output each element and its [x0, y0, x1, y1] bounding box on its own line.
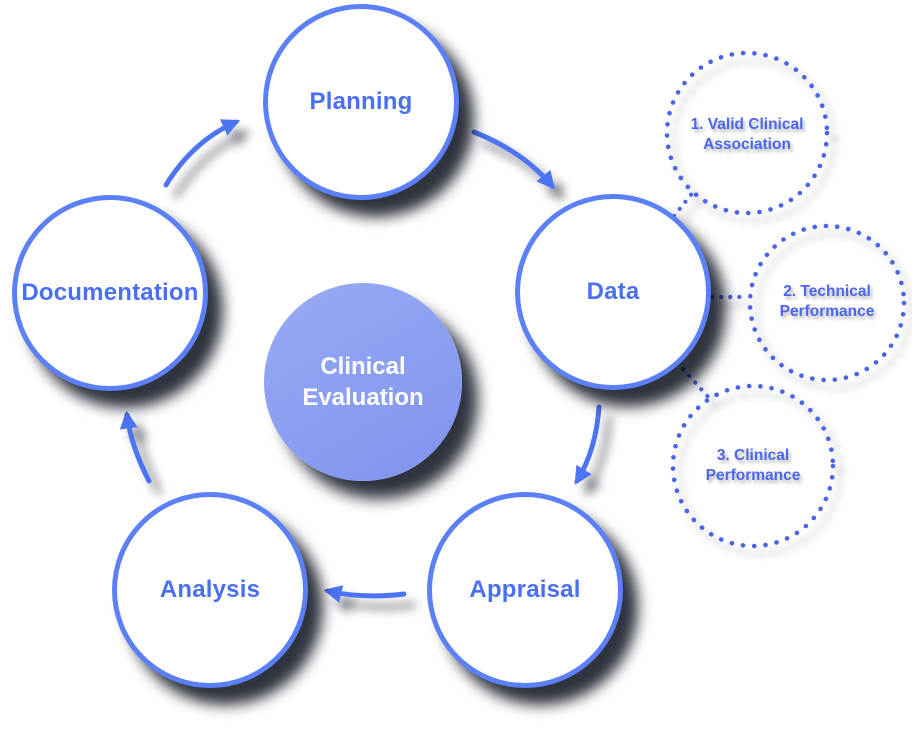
stage-label-data: Data: [586, 278, 640, 305]
stage-circle-data: Data: [515, 194, 711, 390]
cycle-arrow-icon-analysis-to-documentation: [119, 410, 152, 484]
requirement-label-1: 1. Valid Clinical Association: [690, 115, 804, 153]
requirement-circles-group: [664, 50, 907, 549]
cycle-arrows-group: [119, 119, 602, 603]
cycle-arrow-icon-data-to-appraisal: [574, 404, 602, 485]
cycle-arrow-icon-planning-to-data: [471, 129, 555, 190]
dotted-circle-icon-requirement-1: [664, 50, 830, 216]
stage-label-planning: Planning: [309, 88, 413, 115]
stage-label-documentation: Documentation: [21, 279, 199, 306]
dotted-circle-icon-requirement-2: [747, 223, 907, 383]
requirement-label-3: 3. Clinical Performance: [705, 446, 801, 484]
center-label: Clinical Evaluation: [302, 352, 424, 411]
stage-circle-analysis: Analysis: [112, 492, 308, 688]
dotted-circle-icon-requirement-3: [670, 383, 836, 549]
stage-circle-appraisal: Appraisal: [427, 492, 623, 688]
cycle-arrow-icon-documentation-to-planning: [163, 119, 241, 188]
connector-data-to-requirement-3: [680, 366, 713, 402]
connector-data-to-requirement-1: [671, 188, 697, 219]
stage-label-analysis: Analysis: [159, 576, 261, 603]
requirement-label-2: 2. Technical Performance: [779, 282, 875, 320]
stage-circle-planning: Planning: [263, 4, 459, 200]
stage-circle-documentation: Documentation: [12, 195, 208, 391]
cycle-arrow-icon-appraisal-to-analysis: [323, 585, 407, 603]
stage-label-appraisal: Appraisal: [469, 576, 581, 603]
center-circle-clinical-evaluation: Clinical Evaluation: [264, 283, 462, 481]
